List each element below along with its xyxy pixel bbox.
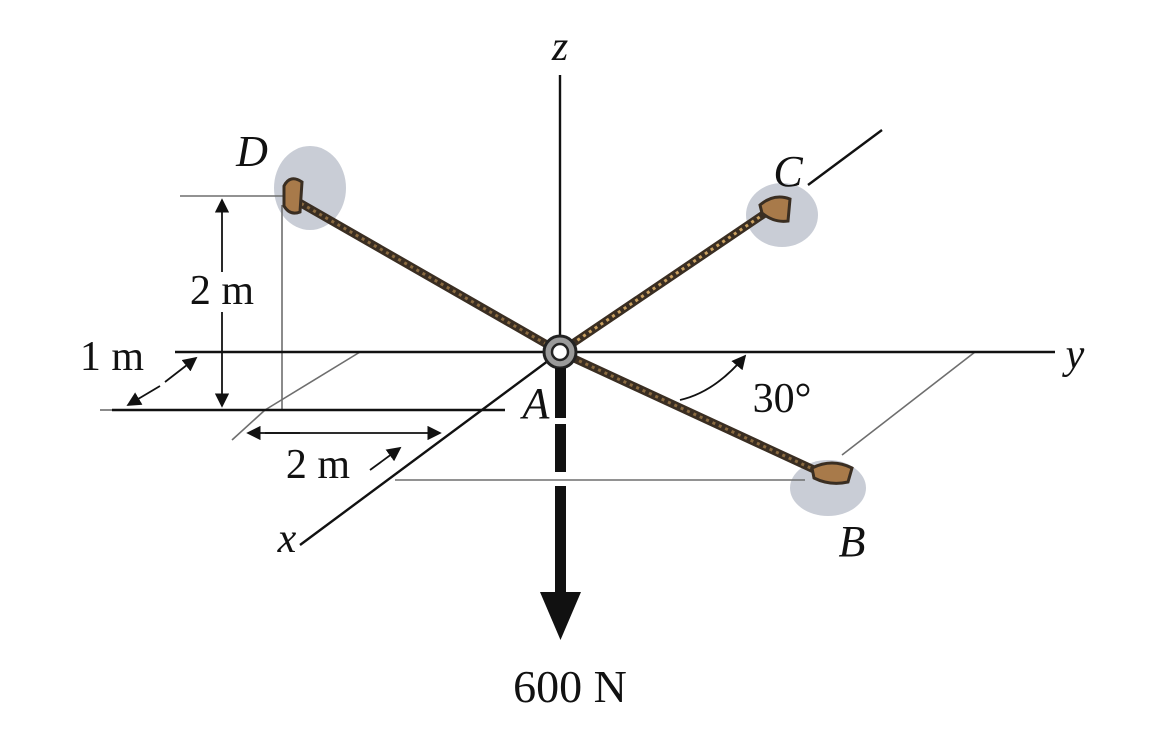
load-shaft-upper (555, 368, 566, 418)
b-diagonal-guide (841, 351, 976, 456)
anchor-c (758, 195, 792, 223)
dim-label-2m-vertical: 2 m (190, 268, 255, 314)
axis-label-z: z (551, 24, 568, 70)
axis-label-y: y (1062, 332, 1085, 378)
dim-2m-lower-arrow (369, 446, 402, 471)
cable-ac-strands (559, 208, 771, 354)
point-label-c: C (773, 147, 803, 196)
dim-2m-left-tick (231, 409, 266, 441)
construction-lines (100, 195, 976, 481)
load-arrow (540, 368, 581, 640)
dim-1m-arrow-a (164, 356, 198, 383)
angle-label: 30° (753, 376, 812, 422)
load-label: 600 N (513, 661, 627, 712)
dimension-arrows (126, 198, 747, 471)
frame-lines (112, 75, 1055, 546)
axis-label-x: x (277, 516, 297, 562)
point-label-a: A (520, 379, 551, 428)
cables (291, 196, 819, 474)
angle-arc (679, 354, 747, 401)
point-label-d: D (235, 127, 268, 176)
load-shaft-lower (555, 486, 566, 592)
c-extension-line (807, 129, 883, 186)
point-label-b: B (839, 517, 866, 566)
x-axis-line (299, 351, 561, 546)
cable-ab-strands (559, 350, 816, 472)
cable-ad-strands (294, 198, 561, 354)
load-shaft-mid (555, 424, 566, 472)
dim-1m-arrow-b (126, 385, 161, 406)
dim-label-1m: 1 m (80, 334, 145, 380)
ring-a (542, 334, 578, 370)
plane-diagonal-left (264, 351, 361, 411)
labels: z y x D C A B 2 m 1 m 2 m 30° 600 N (80, 24, 1085, 712)
anchors (282, 177, 854, 485)
load-arrowhead (540, 592, 581, 640)
dim-label-2m-horizontal: 2 m (286, 442, 351, 488)
anchor-d (282, 177, 304, 215)
anchor-b (810, 461, 854, 485)
